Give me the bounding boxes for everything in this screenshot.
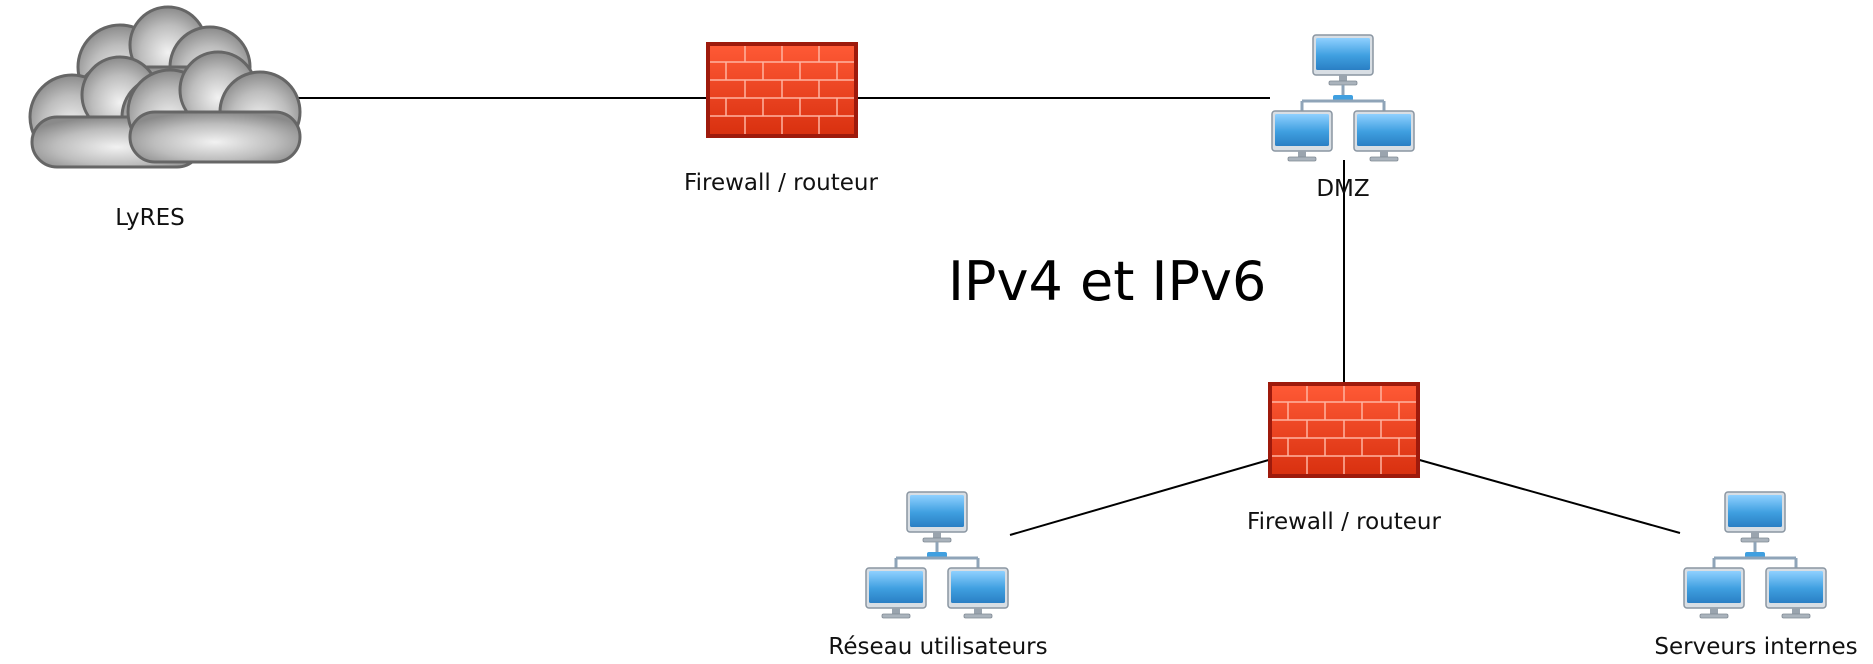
label-servers: Serveurs internes	[1654, 634, 1858, 660]
firewall-top-icon	[706, 42, 858, 138]
link-firewall-bottom-servers	[1415, 458, 1681, 534]
link-firewall-bottom-users	[1009, 458, 1273, 536]
label-firewall-bottom: Firewall / routeur	[1247, 509, 1441, 535]
diagram-title: IPv4 et IPv6	[948, 250, 1267, 313]
cloud-icon	[28, 5, 302, 169]
links	[270, 97, 1681, 536]
label-firewall-top: Firewall / routeur	[684, 170, 878, 196]
label-internet: LyRES	[115, 205, 185, 231]
label-dmz: DMZ	[1316, 176, 1370, 202]
label-users: Réseau utilisateurs	[828, 634, 1048, 660]
dmz-network-icon	[1272, 35, 1414, 161]
servers-network-icon	[1684, 492, 1826, 618]
firewall-bottom-icon	[1268, 382, 1420, 478]
users-network-icon	[866, 492, 1008, 618]
